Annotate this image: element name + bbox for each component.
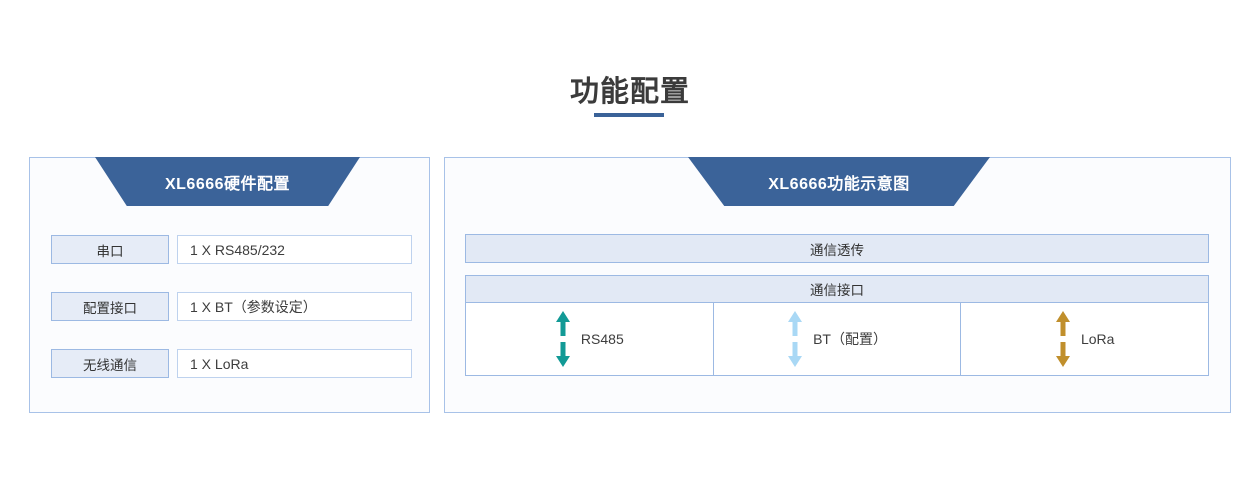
interface-label-rs485: RS485 (580, 331, 624, 347)
communication-interface-block: 通信接口 RS485 (465, 275, 1209, 376)
bidirectional-arrow-icon (787, 311, 803, 367)
diagram-spacer (465, 263, 1209, 275)
row-label-serial-port: 串口 (51, 235, 169, 264)
communication-interface-header: 通信接口 (466, 276, 1208, 303)
hardware-config-banner: XL6666硬件配置 (95, 157, 360, 206)
interface-label-bt: BT（配置） (813, 331, 887, 347)
row-value-wireless: 1 X LoRa (177, 349, 412, 378)
row-label-config-interface: 配置接口 (51, 292, 169, 321)
row-label-wireless: 无线通信 (51, 349, 169, 378)
row-value-serial-port: 1 X RS485/232 (177, 235, 412, 264)
hardware-config-panel: XL6666硬件配置 串口 1 X RS485/232 配置接口 1 X BT（… (29, 157, 430, 413)
interface-column-bt: BT（配置） (714, 303, 962, 375)
interface-column-rs485: RS485 (466, 303, 714, 375)
title-underline (594, 113, 664, 117)
function-diagram-banner: XL6666功能示意图 (688, 157, 990, 206)
bidirectional-arrow-icon (555, 311, 571, 367)
table-row: 配置接口 1 X BT（参数设定） (51, 292, 412, 321)
hardware-config-rows: 串口 1 X RS485/232 配置接口 1 X BT（参数设定） 无线通信 … (51, 235, 412, 378)
interface-columns: RS485 BT（配置） (466, 303, 1208, 375)
table-row: 串口 1 X RS485/232 (51, 235, 412, 264)
function-diagram-content: 通信透传 通信接口 RS485 (465, 234, 1209, 376)
function-diagram-panel: XL6666功能示意图 通信透传 通信接口 RS485 (444, 157, 1231, 413)
transparent-transmission-bar: 通信透传 (465, 234, 1209, 263)
row-value-config-interface: 1 X BT（参数设定） (177, 292, 412, 321)
interface-column-lora: LoRa (961, 303, 1208, 375)
table-row: 无线通信 1 X LoRa (51, 349, 412, 378)
page-title: 功能配置 (569, 76, 690, 108)
bidirectional-arrow-icon (1055, 311, 1071, 367)
interface-label-lora: LoRa (1080, 331, 1115, 347)
